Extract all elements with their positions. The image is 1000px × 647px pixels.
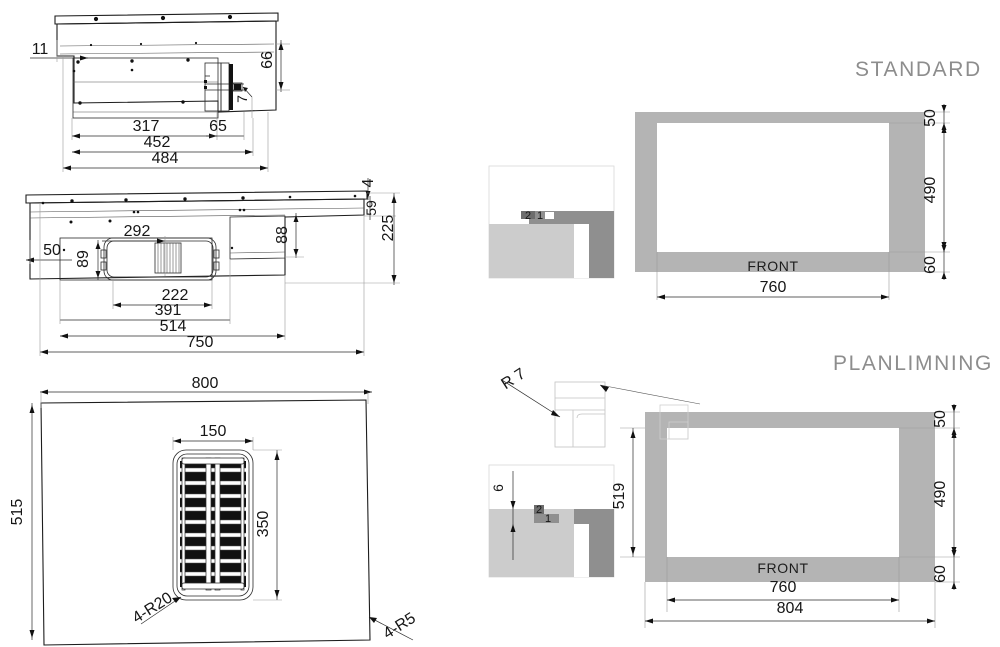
planlimning-heading: PLANLIMNING: [833, 352, 993, 375]
dim-292: 292: [124, 223, 151, 240]
planlimning-detail-inset: 2 1 6: [488, 464, 615, 578]
dim-pl-60: 60: [932, 565, 949, 583]
dim-225: 225: [380, 215, 397, 242]
dim-4r20: 4-R20: [130, 589, 176, 627]
dim-391: 391: [155, 302, 182, 319]
dim-50: 50: [43, 242, 61, 259]
dim-88: 88: [274, 226, 291, 244]
dim-59: 59: [363, 200, 379, 216]
dim-750: 750: [187, 334, 214, 351]
planlimning-front-label: FRONT: [757, 560, 808, 576]
dim-65: 65: [209, 118, 227, 135]
dim-pl-760: 760: [770, 579, 797, 596]
planlimning-frame: [645, 404, 935, 582]
dim-7: 7: [234, 95, 250, 103]
dim-350: 350: [255, 511, 272, 538]
callout-2: 2: [525, 210, 531, 222]
dim-r7: R 7: [498, 365, 528, 393]
dim-515: 515: [9, 499, 26, 526]
view-plan: 800 515 150: [9, 375, 419, 646]
dim-484: 484: [152, 150, 179, 167]
view-planlimning: PLANLIMNING R 7 2 1 6: [488, 352, 993, 628]
dim-std-760: 760: [760, 279, 787, 296]
dim-4: 4: [360, 178, 377, 187]
dim-222: 222: [162, 287, 189, 304]
standard-frame: [635, 112, 925, 272]
dim-514: 514: [160, 318, 187, 335]
view-standard: STANDARD 2 1 FRONT 50 490: [488, 58, 982, 300]
dim-452: 452: [144, 134, 171, 151]
dim-std-50: 50: [922, 109, 939, 127]
dim-317: 317: [133, 118, 160, 135]
dim-std-490: 490: [922, 177, 939, 204]
callout-1: 1: [537, 210, 543, 222]
dim-pl-490: 490: [932, 481, 949, 508]
view-middle-section: 4 59 225 88 292 50 89: [25, 178, 400, 356]
callout-1: 1: [545, 513, 551, 525]
callout-2: 2: [536, 504, 542, 516]
standard-front-label: FRONT: [747, 258, 798, 274]
dim-11: 11: [32, 41, 49, 58]
dim-pl-804: 804: [777, 600, 804, 617]
dim-89: 89: [75, 250, 92, 268]
dim-150: 150: [200, 423, 227, 440]
dim-pl-50: 50: [932, 410, 949, 428]
standard-heading: STANDARD: [855, 58, 982, 81]
dim-519: 519: [611, 483, 628, 510]
dim-std-60: 60: [922, 256, 939, 274]
dim-6: 6: [490, 484, 506, 492]
view-top-section: 11 66 7 317 65 452 484: [30, 12, 290, 172]
dim-66: 66: [259, 51, 276, 69]
dim-800: 800: [192, 375, 219, 392]
standard-detail-inset: 2 1: [488, 165, 615, 279]
